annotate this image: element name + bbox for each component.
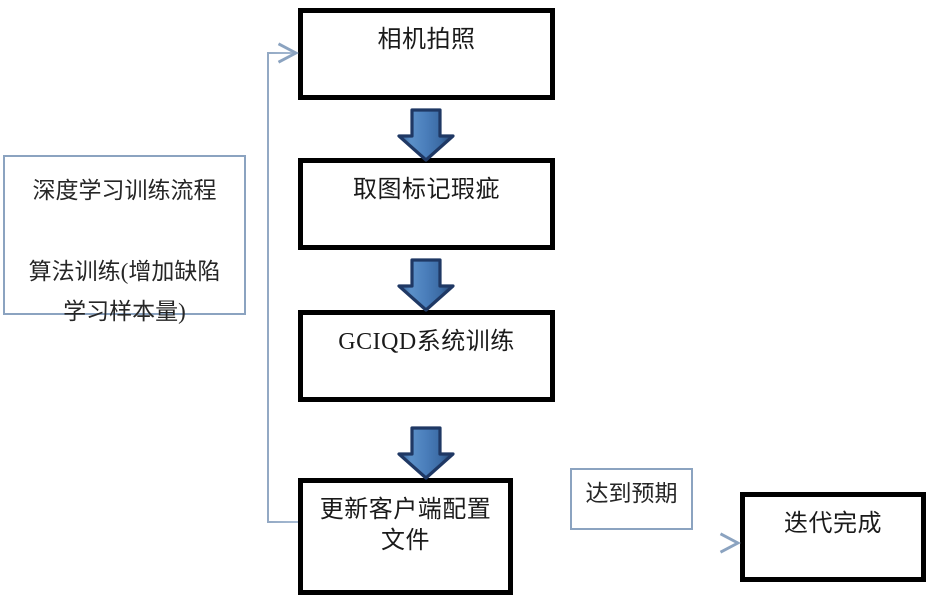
edge-label-expectation-met-text: 达到预期 xyxy=(585,481,678,506)
line-arrow-feedback-update-config-to-capture xyxy=(267,53,298,523)
edge-label-expectation-met: 达到预期 xyxy=(570,468,693,530)
info-panel-text: 深度学习训练流程 算法训练(增加缺陷 学习样本量) xyxy=(28,178,221,324)
node-annotate[interactable]: 取图标记瑕疵 xyxy=(298,158,555,250)
block-arrow-train-to-update-config xyxy=(397,426,455,480)
node-train-label: GCIQD系统训练 xyxy=(338,329,515,355)
node-iteration-done[interactable]: 迭代完成 xyxy=(740,492,926,582)
node-iteration-done-label: 迭代完成 xyxy=(784,511,882,537)
info-panel-box: 深度学习训练流程 算法训练(增加缺陷 学习样本量) xyxy=(3,155,246,324)
node-train[interactable]: GCIQD系统训练 xyxy=(298,310,555,402)
block-arrow-annotate-to-train xyxy=(397,258,455,312)
node-update-config-label: 更新客户端配置 文件 xyxy=(319,497,492,554)
node-update-config[interactable]: 更新客户端配置 文件 xyxy=(298,478,513,595)
node-capture[interactable]: 相机拍照 xyxy=(298,8,555,100)
node-annotate-label: 取图标记瑕疵 xyxy=(353,177,500,203)
node-capture-label: 相机拍照 xyxy=(377,27,476,53)
block-arrow-capture-to-annotate xyxy=(397,108,455,162)
